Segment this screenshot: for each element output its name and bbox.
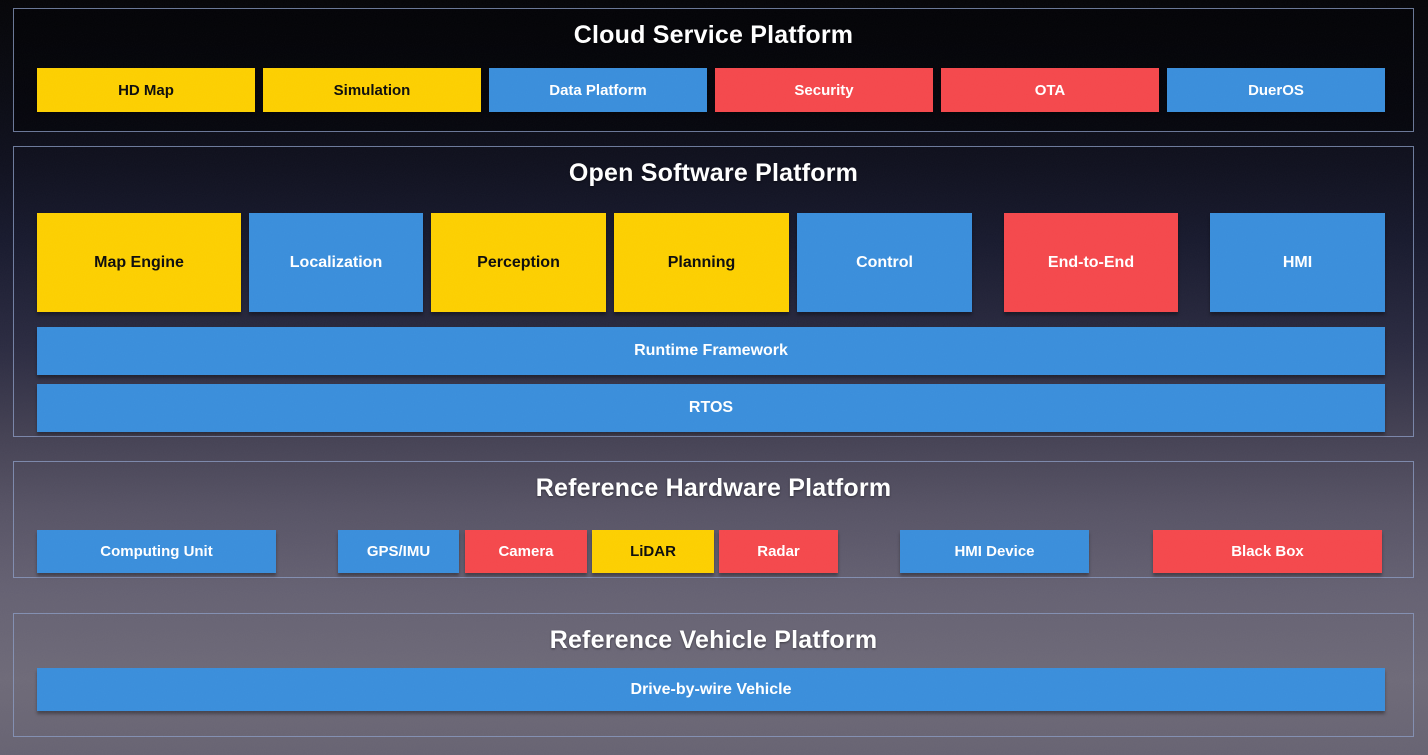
hmi-box: HMI [1210,213,1385,312]
reference-hardware-platform-section: Reference Hardware Platform Computing Un… [13,461,1414,578]
map-engine-box: Map Engine [37,213,241,312]
hmi-device-box: HMI Device [900,530,1089,573]
simulation-box: Simulation [263,68,481,112]
computing-unit-box: Computing Unit [37,530,276,573]
cloud-service-platform-section: Cloud Service Platform HD Map Simulation… [13,8,1414,132]
reference-vehicle-platform-section: Reference Vehicle Platform Drive-by-wire… [13,613,1414,737]
software-modules-row: Map Engine Localization Perception Plann… [37,213,1385,312]
security-box: Security [715,68,933,112]
open-software-platform-section: Open Software Platform Map Engine Locali… [13,146,1414,437]
black-box-box: Black Box [1153,530,1382,573]
lidar-box: LiDAR [592,530,714,573]
planning-box: Planning [614,213,789,312]
reference-hardware-platform-title: Reference Hardware Platform [535,474,892,502]
data-platform-box: Data Platform [489,68,707,112]
rtos-bar: RTOS [37,384,1385,432]
runtime-framework-bar: Runtime Framework [37,327,1385,375]
cloud-services-row: HD Map Simulation Data Platform Security… [37,68,1385,112]
open-software-platform-title: Open Software Platform [568,159,859,187]
drive-by-wire-vehicle-bar: Drive-by-wire Vehicle [37,668,1385,711]
localization-box: Localization [249,213,423,312]
radar-box: Radar [719,530,838,573]
control-box: Control [797,213,972,312]
ota-box: OTA [941,68,1159,112]
end-to-end-box: End-to-End [1004,213,1178,312]
perception-box: Perception [431,213,606,312]
dueros-box: DuerOS [1167,68,1385,112]
hd-map-box: HD Map [37,68,255,112]
gps-imu-box: GPS/IMU [338,530,459,573]
reference-vehicle-platform-title: Reference Vehicle Platform [549,626,878,654]
camera-box: Camera [465,530,587,573]
cloud-service-platform-title: Cloud Service Platform [573,21,854,49]
